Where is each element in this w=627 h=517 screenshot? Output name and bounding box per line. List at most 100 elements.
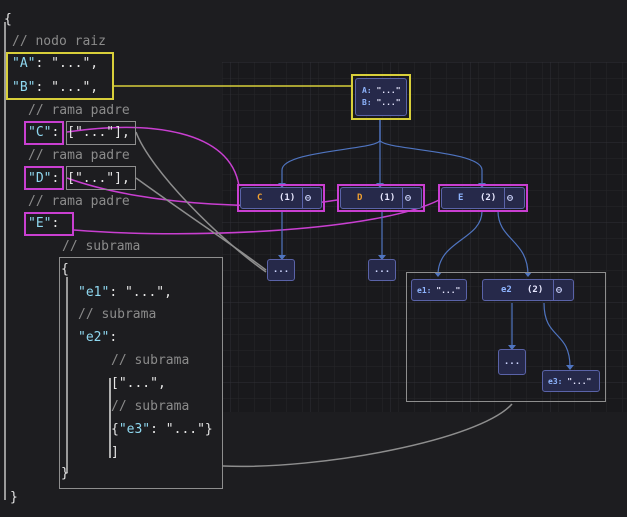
node-c-label: C (257, 193, 263, 203)
outer-indent-guide (4, 22, 6, 500)
comment-parent-c: // rama padre (28, 103, 130, 118)
link-icon[interactable]: ⊖ (556, 284, 563, 296)
key-b: "B" (12, 80, 36, 95)
tail-d: , (121, 171, 130, 186)
comment-parent-e: // rama padre (28, 194, 130, 209)
key-e2: "e2" (78, 330, 110, 345)
root-key-a: A: (362, 86, 372, 95)
array-close: ] (111, 445, 119, 460)
node-c-highlight (237, 184, 325, 212)
node-e2[interactable]: e2 (2) ⊖ (482, 279, 574, 301)
value-b: : "...", (35, 80, 99, 95)
inner-close-brace: } (61, 466, 69, 481)
leaf-c[interactable]: ... (267, 259, 295, 281)
node-e3[interactable]: e3: "..." (542, 370, 600, 392)
root-val-b: "..." (376, 98, 401, 107)
link-icon[interactable]: ⊖ (405, 192, 412, 204)
node-e2-count: (2) (527, 285, 544, 295)
node-e3-key: e3: (548, 376, 563, 386)
value-d-box (66, 166, 136, 190)
key-e-box (24, 212, 74, 236)
c-value-connector (135, 131, 267, 273)
node-e-divider (504, 188, 505, 208)
node-e-highlight (438, 184, 528, 212)
root-node[interactable]: A: "..." B: "..." (355, 78, 407, 116)
array-indent-guide (109, 378, 111, 458)
line-c: "C": ["..."], (28, 125, 130, 141)
leaf-e2[interactable]: ... (498, 349, 526, 375)
node-e1-key: e1: (417, 285, 432, 295)
leaf-e2-text: ... (503, 357, 521, 367)
key-d: "D" (28, 171, 52, 186)
edge-root-e (379, 120, 483, 183)
comment-e1-sub: // subrama (78, 307, 157, 322)
close-brace: } (10, 490, 18, 505)
value-d: ["..."] (67, 171, 122, 186)
node-e-label: E (458, 193, 464, 203)
line-e1: "e1": "...", (78, 285, 172, 301)
node-d-count: (1) (379, 193, 396, 203)
sep-e2: : (109, 330, 118, 345)
node-c-count: (1) (279, 193, 296, 203)
value-e1: : "...", (109, 285, 172, 300)
inner-open-brace: { (61, 262, 69, 277)
sep-d: : (51, 171, 60, 186)
value-e3: : "..."} (150, 422, 213, 437)
subtree-e-box (406, 272, 606, 402)
value-c-box (66, 121, 136, 145)
node-e2-divider (553, 280, 554, 300)
leaf-d-text: ... (373, 265, 391, 275)
leaf-d[interactable]: ... (368, 259, 396, 281)
key-c-box (24, 121, 64, 145)
root-key-b: B: (362, 98, 372, 107)
node-e[interactable]: E (2) ⊖ (441, 187, 525, 209)
root-line-b: B: "..." (362, 97, 401, 109)
comment-parent-d: // rama padre (28, 148, 130, 163)
node-d[interactable]: D (1) ⊖ (340, 187, 422, 209)
key-a: "A" (12, 56, 36, 71)
inner-indent-guide (66, 277, 68, 473)
key-e: "E" (28, 216, 52, 231)
comment-e2-sub: // subrama (111, 353, 190, 368)
node-e3-val: "..." (567, 376, 592, 386)
root-keys-box (6, 52, 114, 100)
root-val-a: "..." (376, 86, 401, 95)
edge-e-e2 (497, 210, 529, 276)
value-a: : "...", (35, 56, 99, 71)
line-e2: "e2": (78, 330, 117, 346)
root-node-highlight (351, 74, 411, 120)
array-open: ["...", (111, 376, 166, 391)
line-e3: {"e3": "..."} (111, 422, 213, 438)
node-c[interactable]: C (1) ⊖ (240, 187, 322, 209)
comment-root: // nodo raiz (12, 34, 106, 49)
key-e3: "e3" (118, 422, 151, 437)
value-e-box (59, 257, 223, 489)
leaf-c-text: ... (272, 265, 290, 275)
e3-open: { (111, 422, 119, 437)
node-c-divider (302, 188, 303, 208)
tail-c: , (121, 125, 130, 140)
node-e1-val: "..." (436, 285, 461, 295)
edge-e-e1 (437, 210, 483, 276)
edge-root-c (281, 120, 381, 183)
key-e1: "e1" (78, 285, 110, 300)
comment-subbranch: // subrama (62, 239, 141, 254)
line-b: "B": "...", (12, 80, 98, 96)
line-e: "E": (28, 216, 59, 232)
value-c: ["..."] (67, 125, 122, 140)
open-brace: { (4, 12, 12, 27)
link-icon[interactable]: ⊖ (507, 192, 514, 204)
edge-e2-e3 (543, 302, 571, 368)
line-d: "D": ["..."], (28, 171, 130, 187)
key-d-box (24, 166, 64, 190)
sep-c: : (51, 125, 60, 140)
node-e1[interactable]: e1: "..." (411, 279, 467, 301)
node-d-divider (402, 188, 403, 208)
d-value-connector (135, 177, 267, 271)
node-d-label: D (357, 193, 363, 203)
node-d-highlight (337, 184, 425, 212)
line-a: "A": "...", (12, 56, 98, 72)
sep-e: : (51, 216, 60, 231)
link-icon[interactable]: ⊖ (305, 192, 312, 204)
key-c: "C" (28, 125, 52, 140)
